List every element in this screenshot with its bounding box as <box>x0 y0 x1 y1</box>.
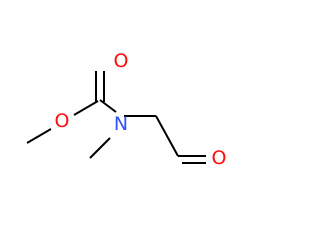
bond-carbonyl-nitrogen <box>99 99 117 113</box>
nitrogen-label: N <box>114 113 128 135</box>
molecule-structure: O O N O <box>26 50 227 169</box>
ester-oxygen-label: O <box>55 110 70 132</box>
bond-ch2-aldehyde-carbon <box>155 115 179 157</box>
bond-methoxy-methyl <box>26 128 52 144</box>
bond-nitrogen-methyl <box>89 137 111 159</box>
carbonyl-oxygen-label: O <box>114 50 129 72</box>
bond-ester-oxygen-carbonyl <box>73 100 99 116</box>
aldehyde-oxygen-label: O <box>212 147 227 169</box>
